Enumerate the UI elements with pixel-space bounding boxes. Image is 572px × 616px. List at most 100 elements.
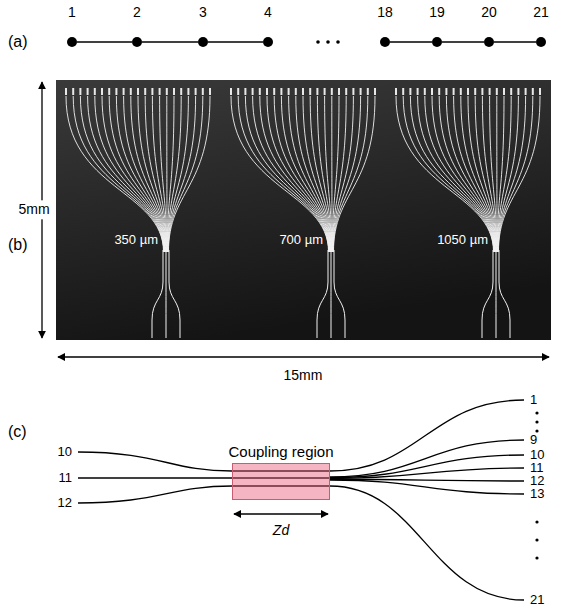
fiber-port [424,88,426,95]
site-number: 19 [429,5,445,19]
waveguide-trace [410,96,494,252]
waveguide-trace [396,96,494,252]
fiber-port [445,88,447,95]
fiber-port [173,88,175,95]
waveguides [78,400,524,600]
waveguide-trace [499,96,541,252]
waveguide-trace [274,96,330,252]
fiber-port [489,88,491,95]
waveguide-trace [102,96,165,252]
fiber-port [230,88,232,95]
region-label: Coupling region [228,444,333,459]
waveguide-line [330,400,524,471]
site-number: 20 [481,5,497,19]
fiber-port [252,88,254,95]
fiber-port [144,88,146,95]
ellipsis-dot [535,420,538,423]
fiber-port [474,88,476,95]
length-label: 1050 µm [437,233,488,247]
waveguide-trace [403,96,494,252]
waveguide-line [330,480,524,494]
chain-link [442,41,484,43]
fiber-port [367,88,369,95]
waveguide-trace [80,96,164,252]
waveguide-trace [461,96,496,252]
input-waveguide [317,250,328,338]
port-number: 10 [58,445,72,459]
fiber-port [338,88,340,95]
fiber-port [195,88,197,95]
site-dot: 1 [67,37,77,47]
waveguide-line [330,486,524,600]
fiber-port [87,88,89,95]
fiber-port [374,88,376,95]
fiber-port [94,88,96,95]
site-number: 4 [264,5,272,19]
panel-label: (a) [8,33,28,51]
fiber-port [180,88,182,95]
fiber-port [280,88,282,95]
coupling-region: Coupling region [232,463,330,500]
chain-link [77,41,132,43]
waveguide-line [330,468,524,479]
fiber-port [481,88,483,95]
fiber-port [467,88,469,95]
fiber-port [202,88,204,95]
fiber-port [316,88,318,95]
fiber-port [166,88,168,95]
waveguide-line [330,455,524,478]
waveguide-trace [333,96,361,252]
port-number: 21 [530,593,544,607]
waveguide-trace [498,96,533,252]
waveguide-trace [138,96,166,252]
fiber-port [273,88,275,95]
site-number: 21 [533,5,549,19]
fiber-port [510,88,512,95]
fiber-port [187,88,189,95]
site-dot: 19 [432,37,442,47]
waveguide-trace [498,96,526,252]
fiber-port [123,88,125,95]
fiber-port [503,88,505,95]
fiber-port [115,88,117,95]
waveguide-trace [296,96,331,252]
waveguide-line [330,440,524,477]
input-waveguide [152,250,163,338]
site-dot: 20 [484,37,494,47]
site-number: 1 [68,5,76,19]
site-number: 2 [133,5,141,19]
ellipsis-dot [535,538,538,541]
ellipsis-dots [316,40,340,44]
fiber-port [79,88,81,95]
fiber-port [244,88,246,95]
panel-label: (c) [8,423,27,441]
input-waveguide [499,250,510,338]
waveguide-trace [317,96,331,252]
fiber-port [72,88,74,95]
waveguide-trace [124,96,166,252]
fiber-port [360,88,362,95]
fiber-port [345,88,347,95]
fiber-port [395,88,397,95]
fiber-port [402,88,404,95]
fiber-port [417,88,419,95]
fiber-port [496,88,498,95]
fiber-port [108,88,110,95]
fiber-port [288,88,290,95]
site-dot: 4 [263,37,273,47]
waveguide-trace [303,96,331,252]
length-label: 700 µm [279,233,323,247]
chain-link [208,41,263,43]
fiber-port [302,88,304,95]
length-arrow [234,513,328,514]
waveguide-trace [325,96,332,252]
fiber-port [137,88,139,95]
fiber-port [331,88,333,95]
input-waveguide [334,250,345,338]
waveguide-trace [169,96,211,252]
fiber-port [309,88,311,95]
waveguide-trace [73,96,164,252]
dimension-label: 15mm [284,368,323,383]
fiber-port [295,88,297,95]
length-label: 350 µm [114,233,158,247]
